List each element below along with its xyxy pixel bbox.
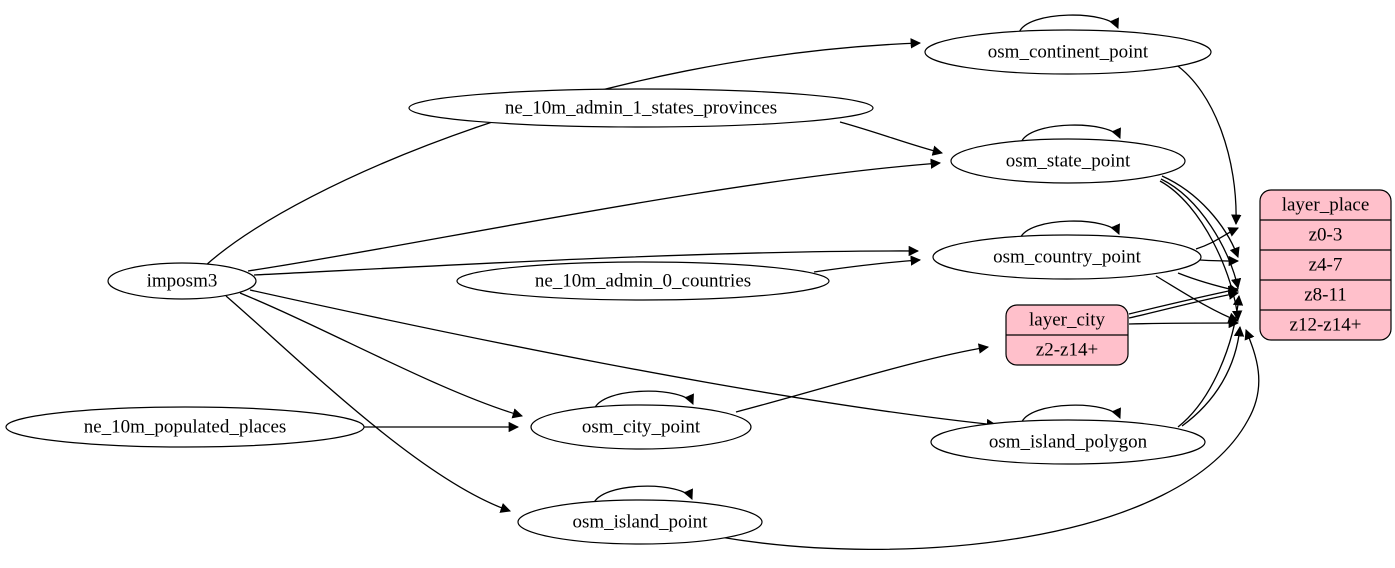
edge-ne-countries-to-osm-country-point xyxy=(813,255,922,273)
node-osm-continent-point[interactable]: osm_continent_point xyxy=(924,29,1212,75)
edge-self-loop-osm-island-polygon xyxy=(1020,404,1121,425)
edge-imposm3-to-osm-city-point xyxy=(239,292,523,419)
edge-imposm3-to-osm-continent-point xyxy=(204,38,922,267)
record-node-layer-place[interactable]: layer_place z0-3 z4-7 z8-11 z12-z14+ xyxy=(1259,189,1392,341)
nodes-layer: imposm3 ne_10m_admin_1_states_provinces … xyxy=(5,29,1392,545)
node-osm-country-point[interactable]: osm_country_point xyxy=(932,234,1202,280)
edge-osm-country-point-to-layer-place-z0-3 xyxy=(1195,227,1239,250)
edge-imposm3-to-osm-island-polygon xyxy=(249,289,998,430)
edge-self-loop-osm-state-point xyxy=(1020,124,1121,144)
edge-osm-country-point-to-layer-place-z8-11 xyxy=(1177,272,1240,294)
edge-osm-state-point-to-layer-place-z4-7 xyxy=(1161,175,1240,258)
edge-osm-island-polygon-to-layer-place-z12-z14 xyxy=(1181,325,1245,427)
edge-layer-city-to-layer-place-z8-11 xyxy=(1128,289,1240,319)
edge-osm-state-point-to-layer-place-z8-11 xyxy=(1160,178,1242,290)
edge-self-loop-osm-island-point xyxy=(592,485,693,506)
edge-self-loop-osm-continent-point xyxy=(1018,14,1119,34)
node-imposm3[interactable]: imposm3 xyxy=(107,262,257,300)
node-ne-10m-admin-0-countries[interactable]: ne_10m_admin_0_countries xyxy=(456,261,830,301)
node-osm-city-point[interactable]: osm_city_point xyxy=(530,404,752,450)
edge-osm-city-point-to-layer-city-z2-z14 xyxy=(735,343,990,413)
edge-self-loop-osm-city-point xyxy=(593,390,694,411)
edge-osm-island-polygon-to-layer-place-z8-11 xyxy=(1177,294,1244,428)
edge-layer-city-to-layer-place-z12-z14 xyxy=(1128,317,1240,329)
edge-imposm3-to-osm-country-point xyxy=(253,245,920,276)
edge-osm-continent-point-to-layer-place-z0-3 xyxy=(1174,63,1242,226)
edge-self-loop-osm-country-point xyxy=(1019,220,1120,240)
node-osm-island-polygon[interactable]: osm_island_polygon xyxy=(930,419,1206,465)
edges-layer xyxy=(204,14,1260,550)
node-osm-state-point[interactable]: osm_state_point xyxy=(950,138,1186,184)
edge-imposm3-to-osm-state-point xyxy=(247,158,942,272)
node-ne-10m-admin-1-states-provinces[interactable]: ne_10m_admin_1_states_provinces xyxy=(408,88,874,128)
record-node-layer-city[interactable]: layer_city z2-z14+ xyxy=(1005,304,1129,366)
node-osm-island-point[interactable]: osm_island_point xyxy=(517,499,763,545)
edge-imposm3-to-osm-island-point xyxy=(225,295,511,513)
edge-layer-city-to-layer-place-z8-11-alt xyxy=(1128,285,1240,315)
edge-osm-island-point-to-layer-place-z12-z14 xyxy=(719,329,1260,550)
edge-osm-country-point-to-layer-place-z4-7 xyxy=(1199,255,1240,267)
edge-ne-states-to-osm-state-point xyxy=(839,121,944,156)
node-ne-10m-populated-places[interactable]: ne_10m_populated_places xyxy=(5,406,365,448)
